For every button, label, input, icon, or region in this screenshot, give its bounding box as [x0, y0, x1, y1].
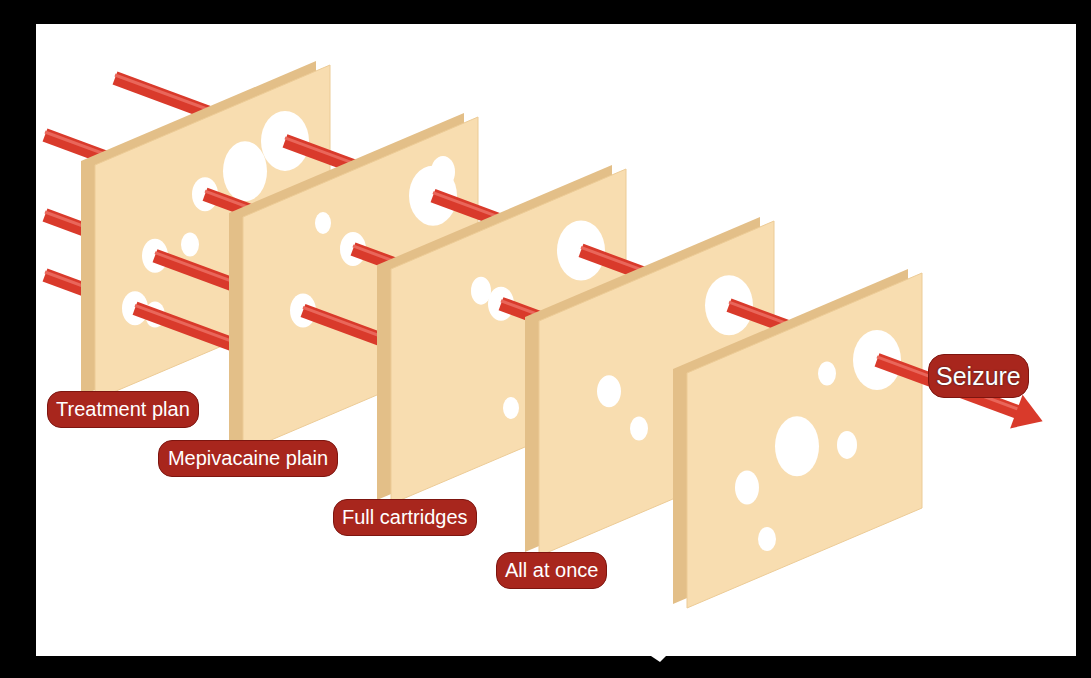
cheese-slices-and-rods: [45, 61, 1043, 608]
white-ground: [36, 24, 1076, 656]
rod-highlight: [877, 357, 1022, 411]
label-text: Seizure: [936, 362, 1021, 390]
cheese-hole: [758, 527, 776, 551]
cheese-hole: [471, 277, 491, 305]
label-text: Full cartridges: [342, 506, 468, 529]
cheese-hole: [735, 470, 759, 504]
label-pill: Mepivacaine plain: [158, 440, 338, 477]
cheese-hole: [775, 416, 819, 476]
rod-arrowhead: [1010, 395, 1043, 429]
cheese-hole: [223, 141, 267, 201]
label-text: Treatment plan: [56, 398, 190, 421]
cheese-hole: [597, 375, 621, 407]
hazard-rod: [877, 360, 1022, 414]
cheese-hole: [181, 233, 199, 257]
cheese-hole: [818, 361, 836, 385]
cheese-hole: [837, 431, 857, 459]
label-text: All at once: [505, 559, 598, 582]
label-text: Mepivacaine plain: [167, 447, 329, 470]
cheese-hole: [503, 397, 519, 419]
label-pill: Treatment plan: [47, 391, 199, 428]
cheese-slice: [687, 273, 922, 608]
cheese-hole: [630, 416, 648, 440]
label-pill: Seizure: [928, 354, 1029, 398]
label-pill: Full cartridges: [333, 499, 477, 536]
label-pill: All at once: [496, 552, 607, 589]
white-notch: [648, 654, 668, 662]
cheese-hole: [315, 212, 331, 234]
